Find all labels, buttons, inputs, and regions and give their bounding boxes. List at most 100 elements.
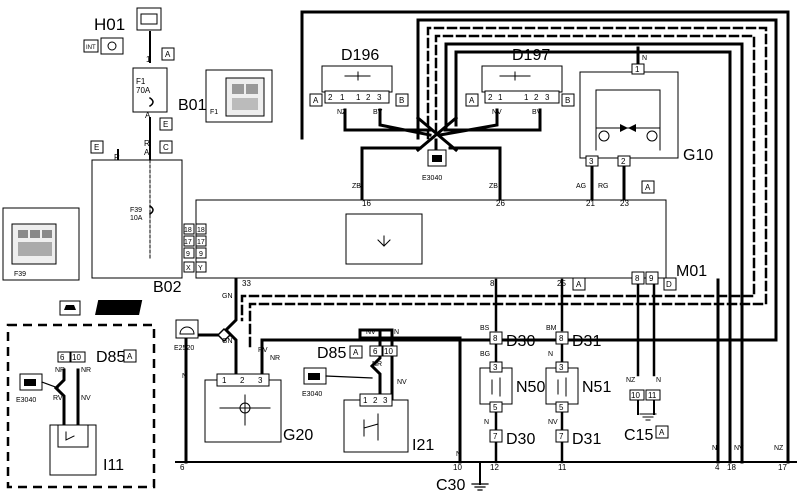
svg-text:B: B xyxy=(565,96,570,105)
wire-d197-nv xyxy=(438,108,499,137)
svg-text:Y: Y xyxy=(198,265,203,272)
battery-cell-icon xyxy=(140,13,158,25)
svg-text:5: 5 xyxy=(559,403,564,412)
svg-text:2: 2 xyxy=(488,93,493,102)
svg-text:NZ: NZ xyxy=(774,445,784,452)
svg-text:3: 3 xyxy=(383,396,388,405)
svg-text:E: E xyxy=(94,143,99,152)
svg-text:9: 9 xyxy=(649,274,654,283)
i21-label: I21 xyxy=(412,437,434,454)
ignition-switch-icon xyxy=(100,37,124,55)
g10-component: 1 N 3 2 G10 A xyxy=(579,55,713,194)
svg-text:BG: BG xyxy=(480,351,490,358)
svg-text:25: 25 xyxy=(557,279,566,288)
svg-text:D31: D31 xyxy=(572,431,601,448)
svg-text:ZB: ZB xyxy=(352,183,361,190)
wire-dashed-1 xyxy=(248,26,768,352)
d31-n51-group: 8 D31 BM N 3 5 N51 NV 7 D31 xyxy=(545,325,611,448)
svg-text:NV: NV xyxy=(366,329,376,336)
svg-text:E: E xyxy=(163,120,168,129)
svg-text:N: N xyxy=(394,329,399,336)
svg-text:33: 33 xyxy=(242,279,251,288)
svg-text:8: 8 xyxy=(635,274,640,283)
svg-text:F39: F39 xyxy=(130,207,142,214)
svg-text:NR: NR xyxy=(81,367,91,374)
d196-label: D196 xyxy=(341,47,379,64)
svg-text:GN: GN xyxy=(222,293,233,300)
svg-text:3: 3 xyxy=(258,376,263,385)
svg-text:18: 18 xyxy=(727,463,736,472)
wire-i11-1 xyxy=(53,368,66,427)
svg-text:7: 7 xyxy=(493,432,498,441)
b01-label: B01 xyxy=(178,97,207,114)
svg-text:N: N xyxy=(548,351,553,358)
int-tag xyxy=(83,39,99,53)
svg-text:F1: F1 xyxy=(136,77,146,86)
svg-text:GN: GN xyxy=(222,338,233,345)
svg-text:3: 3 xyxy=(559,363,564,372)
c30-ground-icon xyxy=(471,483,489,491)
g20-component: 1 2 3 G20 GN GN RV NR N xyxy=(182,293,313,444)
d196-connector: D196 2 1 1 2 3 A B NZ BV xyxy=(309,47,409,116)
svg-text:NV: NV xyxy=(548,419,558,426)
svg-text:10: 10 xyxy=(453,463,462,472)
svg-text:1: 1 xyxy=(363,396,368,405)
svg-text:1: 1 xyxy=(340,93,345,102)
b02-control-unit: F39 10A 18 17 9 X B02 xyxy=(91,159,195,296)
key-icon xyxy=(107,41,117,51)
svg-text:1: 1 xyxy=(524,93,529,102)
svg-text:E3040: E3040 xyxy=(16,397,36,404)
svg-text:BV: BV xyxy=(532,109,542,116)
svg-text:D30: D30 xyxy=(506,333,535,350)
svg-text:10: 10 xyxy=(72,353,81,362)
svg-text:F39: F39 xyxy=(14,271,26,278)
svg-text:ZB: ZB xyxy=(489,183,498,190)
wire-zb-16 xyxy=(360,146,422,202)
svg-text:E3040: E3040 xyxy=(422,175,442,182)
svg-text:R: R xyxy=(144,139,150,148)
n51-box xyxy=(545,367,579,405)
svg-text:A: A xyxy=(127,352,133,361)
d197-connector: D197 2 1 1 2 3 A B NV BV xyxy=(465,47,575,116)
svg-text:D: D xyxy=(666,280,672,289)
svg-text:3: 3 xyxy=(493,363,498,372)
svg-text:D31: D31 xyxy=(572,333,601,350)
ground-symbol-icon xyxy=(432,155,442,162)
svg-text:7: 7 xyxy=(559,432,564,441)
svg-text:A: A xyxy=(144,148,150,157)
m01-box xyxy=(195,199,667,279)
i11-group: D85 A 6 10 NR NR RV NV E3040 I11 xyxy=(6,300,156,489)
svg-text:BV: BV xyxy=(373,109,383,116)
doblo-logo: Doblo xyxy=(95,300,199,315)
n50-box xyxy=(479,367,513,405)
b01-box xyxy=(132,67,168,113)
svg-text:17: 17 xyxy=(184,239,192,246)
svg-text:A: A xyxy=(353,348,359,357)
svg-text:11: 11 xyxy=(558,463,567,472)
svg-text:N51: N51 xyxy=(582,379,611,396)
svg-text:11: 11 xyxy=(648,391,657,400)
i21-box xyxy=(343,399,409,453)
svg-text:9: 9 xyxy=(186,251,190,258)
svg-text:F1: F1 xyxy=(210,109,218,116)
wire-x2 xyxy=(415,115,459,153)
svg-text:NV: NV xyxy=(397,379,407,386)
wire-i21-n xyxy=(358,328,462,464)
wire-dashed-2 xyxy=(240,34,756,322)
svg-text:A: A xyxy=(645,183,651,192)
svg-text:9: 9 xyxy=(199,251,203,258)
svg-text:RV: RV xyxy=(53,395,63,402)
svg-text:A: A xyxy=(576,280,582,289)
svg-text:3: 3 xyxy=(545,93,550,102)
svg-text:10: 10 xyxy=(384,347,393,356)
wire-outer-3 xyxy=(444,42,744,464)
svg-text:3: 3 xyxy=(377,93,382,102)
g20-box xyxy=(204,379,282,443)
e2520-component: E2520 xyxy=(174,319,232,352)
svg-text:4: 4 xyxy=(715,463,720,472)
svg-text:3: 3 xyxy=(589,157,594,166)
svg-text:1: 1 xyxy=(498,93,503,102)
svg-text:2: 2 xyxy=(373,396,378,405)
svg-text:12: 12 xyxy=(490,463,499,472)
